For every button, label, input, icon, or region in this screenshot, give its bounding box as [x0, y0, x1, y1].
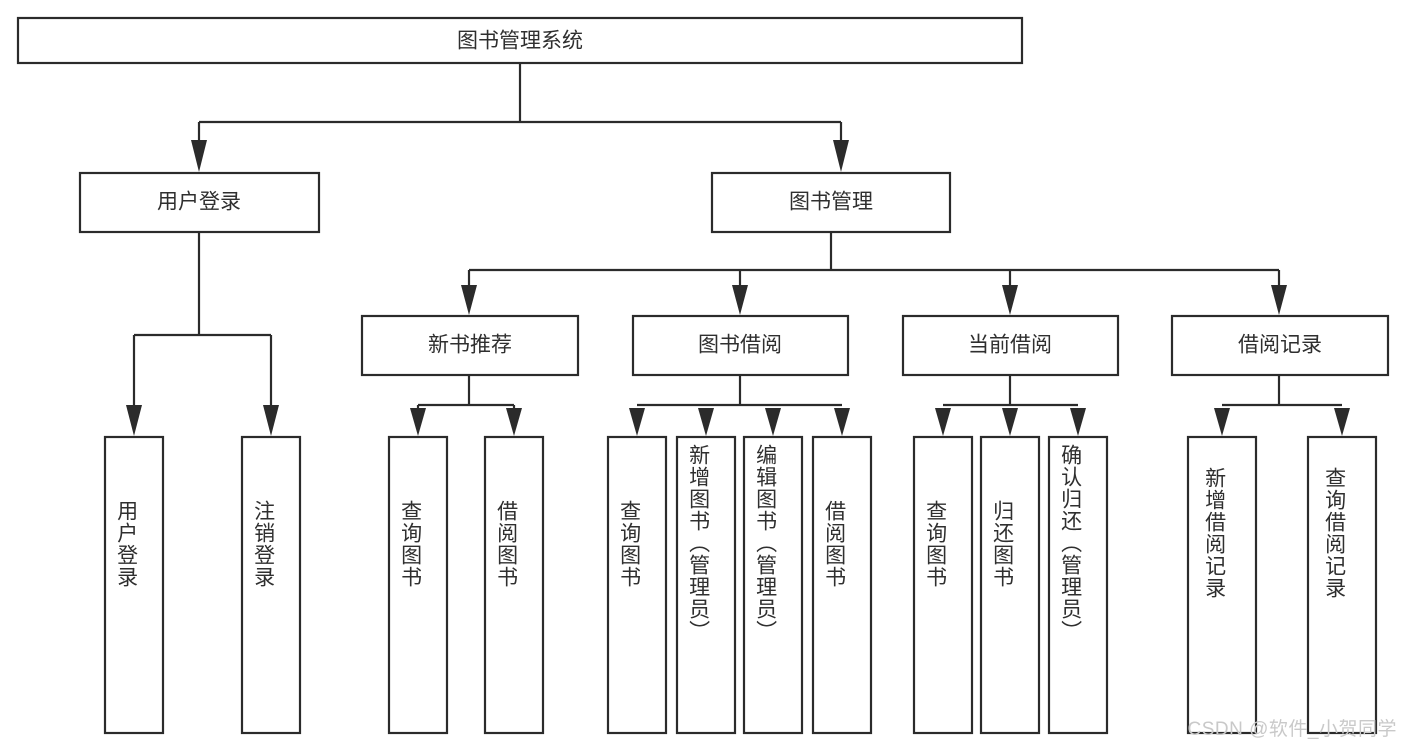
node-box[interactable] [1306, 435, 1378, 735]
node-box[interactable] [979, 435, 1041, 735]
node-label: 确认归还（管理员） [1059, 444, 1083, 642]
node-box[interactable] [103, 435, 165, 735]
node-label: 借阅图书 [823, 500, 847, 588]
arrow-head-icon [191, 140, 207, 172]
connector-borrowrecord-to-leaves [1214, 375, 1350, 436]
arrow-head-icon [698, 408, 714, 436]
connector-currentborrow-to-leaves [935, 375, 1086, 436]
node-label: 用户登录 [157, 191, 241, 214]
arrow-head-icon [506, 408, 522, 436]
arrow-head-icon [1070, 408, 1086, 436]
node-label: 归还图书 [991, 500, 1015, 588]
arrow-head-icon [834, 408, 850, 436]
node-box[interactable] [387, 435, 449, 735]
node-label: 借阅图书 [495, 500, 519, 588]
leaf-current-borrow-query[interactable]: 查询图书 [912, 435, 974, 735]
node-label: 编辑图书（管理员） [754, 444, 778, 642]
leaf-user-login-login[interactable]: 用户登录 [103, 435, 165, 735]
node-label: 用户登录 [115, 500, 139, 588]
leaf-borrow-record-query[interactable]: 查询借阅记录 [1306, 435, 1378, 735]
leaf-book-borrow-edit[interactable]: 编辑图书（管理员） [742, 435, 804, 735]
node-box[interactable] [606, 435, 668, 735]
arrow-head-icon [935, 408, 951, 436]
node-borrow-record[interactable]: 借阅记录 [1170, 314, 1390, 377]
node-new-book-recommend[interactable]: 新书推荐 [360, 314, 580, 377]
node-box[interactable] [360, 314, 580, 377]
arrow-head-icon [461, 285, 477, 315]
node-label: 查询图书 [924, 500, 948, 588]
leaf-current-borrow-return[interactable]: 归还图书 [979, 435, 1041, 735]
connector-newbook-to-leaves [410, 375, 522, 436]
arrow-head-icon [263, 405, 279, 436]
arrow-head-icon [1334, 408, 1350, 436]
arrow-head-icon [732, 285, 748, 315]
node-label: 注销登录 [252, 500, 276, 588]
node-box[interactable] [631, 314, 850, 377]
node-label: 当前借阅 [968, 334, 1052, 357]
node-box[interactable] [1170, 314, 1390, 377]
node-label: 查询图书 [618, 500, 642, 588]
node-label: 新增图书（管理员） [687, 444, 711, 642]
node-label: 图书借阅 [698, 334, 782, 357]
arrow-head-icon [765, 408, 781, 436]
leaf-user-login-logout[interactable]: 注销登录 [240, 435, 302, 735]
arrow-head-icon [833, 140, 849, 172]
leaf-new-book-query[interactable]: 查询图书 [387, 435, 449, 735]
node-box[interactable] [1047, 435, 1109, 735]
leaf-current-borrow-confirm[interactable]: 确认归还（管理员） [1047, 435, 1109, 735]
node-box[interactable] [483, 435, 545, 735]
leaf-book-borrow-borrow[interactable]: 借阅图书 [811, 435, 873, 735]
leaf-new-book-borrow[interactable]: 借阅图书 [483, 435, 545, 735]
leaf-borrow-record-add[interactable]: 新增借阅记录 [1186, 435, 1258, 735]
arrow-head-icon [126, 405, 142, 436]
node-label: 查询图书 [399, 500, 423, 588]
node-box[interactable] [16, 16, 1024, 65]
node-label: 借阅记录 [1238, 334, 1322, 357]
leaf-book-borrow-query[interactable]: 查询图书 [606, 435, 668, 735]
connector-bookmgmt-to-level3 [461, 232, 1287, 315]
arrow-head-icon [1002, 408, 1018, 436]
node-current-borrow[interactable]: 当前借阅 [901, 314, 1120, 377]
node-box[interactable] [742, 435, 804, 735]
arrow-head-icon [1002, 285, 1018, 315]
node-book-management[interactable]: 图书管理 [710, 171, 952, 234]
arrow-head-icon [1271, 285, 1287, 315]
node-root[interactable]: 图书管理系统 [16, 16, 1024, 65]
node-box[interactable] [240, 435, 302, 735]
node-box[interactable] [675, 435, 737, 735]
connector-bookborrow-to-leaves [629, 375, 850, 436]
connector-userlogin-to-leaves [126, 232, 279, 436]
node-user-login[interactable]: 用户登录 [78, 171, 321, 234]
node-label: 图书管理 [789, 191, 873, 214]
connector-root-to-level2 [191, 63, 849, 172]
arrow-head-icon [410, 408, 426, 436]
node-book-borrow[interactable]: 图书借阅 [631, 314, 850, 377]
node-label: 查询借阅记录 [1323, 467, 1347, 599]
arrow-head-icon [629, 408, 645, 436]
node-label: 新增借阅记录 [1203, 467, 1227, 599]
node-label: 图书管理系统 [457, 30, 583, 53]
node-box[interactable] [912, 435, 974, 735]
arrow-head-icon [1214, 408, 1230, 436]
node-box[interactable] [811, 435, 873, 735]
watermark: CSDN @软件_小贺同学 [1187, 719, 1397, 740]
node-box[interactable] [1186, 435, 1258, 735]
node-box[interactable] [710, 171, 952, 234]
leaf-book-borrow-add[interactable]: 新增图书（管理员） [675, 435, 737, 735]
node-box[interactable] [901, 314, 1120, 377]
node-box[interactable] [78, 171, 321, 234]
node-label: 新书推荐 [428, 334, 512, 357]
